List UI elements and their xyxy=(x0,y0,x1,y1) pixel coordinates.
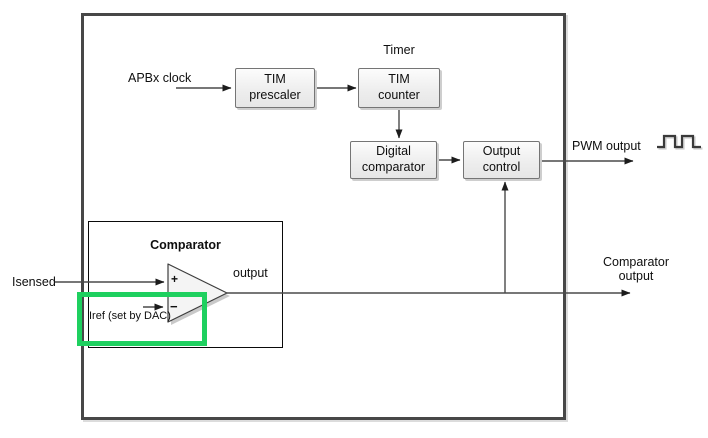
digital-comparator-block: Digital comparator xyxy=(350,141,437,179)
plus-input-sign: + xyxy=(171,272,179,286)
minus-input-sign: − xyxy=(170,299,178,314)
comparator-box xyxy=(88,221,283,348)
tim-counter-block: TIM counter xyxy=(358,68,440,108)
tim-prescaler-label: TIM prescaler xyxy=(249,72,301,102)
highlight-annotation-rect xyxy=(77,292,207,346)
isensed-label: Isensed xyxy=(12,275,56,289)
comparator-title: Comparator xyxy=(150,238,221,252)
pwm-output-label: PWM output xyxy=(572,139,641,153)
output-control-label: Output control xyxy=(482,144,521,174)
timer-peripheral-boundary xyxy=(81,13,566,420)
square-wave-icon xyxy=(657,134,703,150)
iref-label: Iref (set by DAC) xyxy=(89,310,171,322)
tim-counter-label: TIM counter xyxy=(378,72,420,102)
opamp-output-label: output xyxy=(233,266,268,280)
comparator-output-label: Comparator output xyxy=(603,255,669,283)
timer-label: Timer xyxy=(383,43,415,57)
tim-prescaler-block: TIM prescaler xyxy=(235,68,315,108)
digital-comparator-label: Digital comparator xyxy=(361,144,426,174)
output-control-block: Output control xyxy=(463,141,540,179)
apbx-clock-label: APBx clock xyxy=(128,71,192,85)
